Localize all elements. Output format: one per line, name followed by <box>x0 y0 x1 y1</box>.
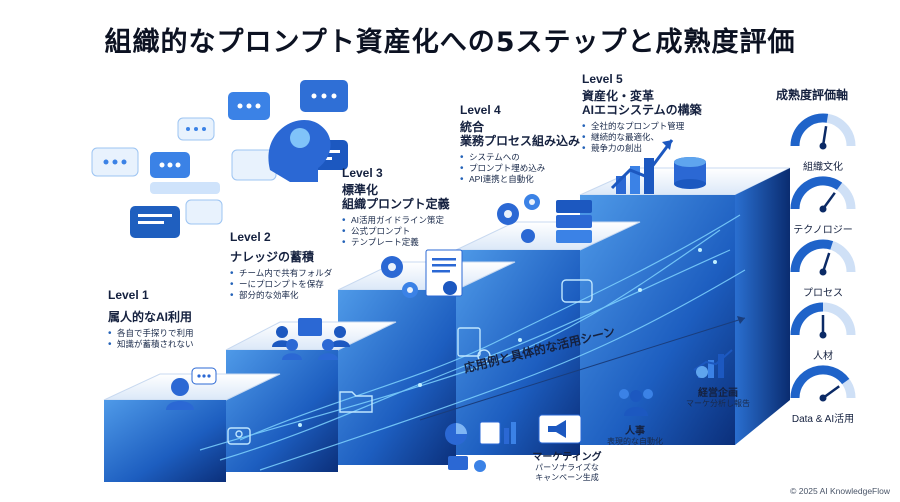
gauge-icon <box>790 239 856 276</box>
gauge-icon <box>790 365 856 402</box>
use-case-hr-title: 人事 <box>625 426 645 437</box>
use-case-marketing: マーケティング パーソナライズな キャンペーン生成 <box>522 448 612 483</box>
level-3-card: Level 3 標準化 組織プロンプト定義 AI活用ガイドライン策定 公式プロン… <box>342 166 450 248</box>
server-gears-icon <box>497 194 592 243</box>
gauge-icon <box>790 302 856 339</box>
level-4-name: 統合 業務プロセス組み込み <box>460 120 581 148</box>
maturity-gauge-label: 人材 <box>813 351 833 362</box>
level-1-bullet: 各自で手探りで利用 <box>108 328 194 339</box>
step-1-block <box>103 373 281 482</box>
level-3-label: Level 3 <box>342 166 383 180</box>
level-1-bullet: 知識が蓄積されない <box>108 339 194 350</box>
use-case-hr-desc: 表現的な自動化 <box>607 437 663 446</box>
marketing-icons <box>445 421 516 472</box>
use-case-marketing-desc: パーソナライズな <box>535 463 599 472</box>
page-title: 組織的なプロンプト資産化への5ステップと成熟度評価 <box>104 27 796 58</box>
use-case-marketing-desc: キャンペーン生成 <box>535 473 599 482</box>
person-icon <box>166 367 217 410</box>
level-5-bullet: 全社的なプロンプト管理 <box>582 121 702 132</box>
gauge-icon <box>790 113 856 150</box>
gauge-icon <box>790 176 856 213</box>
megaphone-icon <box>538 414 582 444</box>
document-line-icon <box>457 327 491 363</box>
level-2-bullet: チーム内で共有フォルダ <box>230 268 332 279</box>
level-3-name: 標準化 組織プロンプト定義 <box>342 183 450 211</box>
maturity-gauge-label: テクノロジー <box>793 225 853 236</box>
maturity-gauge-label: プロセス <box>803 288 843 299</box>
level-5-card: Level 5 資産化・変革 AIエコシステムの構築 全社的なプロンプト管理 継… <box>582 72 702 154</box>
level-1-name: 属人的なAI利用 <box>108 310 193 324</box>
use-case-planning-desc: マーケ分析し報告 <box>686 399 750 408</box>
level-4-bullet: システムへの <box>460 152 580 163</box>
level-3-bullet: テンプレート定義 <box>342 237 450 248</box>
step-5-block <box>579 167 791 445</box>
maturity-gauge: 組織文化 <box>768 112 878 173</box>
hr-people-icon <box>619 389 653 416</box>
maturity-gauge-label: 組織文化 <box>803 162 843 173</box>
maturity-gauge: 人材 <box>768 301 878 362</box>
level-5-label: Level 5 <box>582 72 623 86</box>
use-case-planning: 経営企画 マーケ分析し報告 <box>668 384 768 409</box>
level-3-bullet: AI活用ガイドライン策定 <box>342 215 450 226</box>
level-1-card: Level 1 属人的なAI利用 各自で手探りで利用 知識が蓄積されない <box>108 288 194 350</box>
level-2-card: Level 2 ナレッジの蓄積 チーム内で共有フォルダ ーにプロンプトを保存 部… <box>230 230 332 301</box>
maturity-axis-title: 成熟度評価軸 <box>776 88 849 102</box>
use-case-planning-title: 経営企画 <box>698 388 738 399</box>
level-2-bullet: 部分的な効率化 <box>230 290 332 301</box>
progress-arrow <box>419 317 746 421</box>
level-4-bullet: プロンプト埋め込み <box>460 163 580 174</box>
level-2-name: ナレッジの蓄積 <box>230 250 315 264</box>
level-5-name: 資産化・変革 AIエコシステムの構築 <box>582 89 702 117</box>
maturity-gauge: Data & AI活用 <box>768 364 878 425</box>
level-1-label: Level 1 <box>108 288 149 302</box>
use-case-hr: 人事 表現的な自動化 <box>590 422 680 447</box>
maturity-gauge: テクノロジー <box>768 175 878 236</box>
folder-icon <box>339 391 373 413</box>
level-4-bullet: API連携と自動化 <box>460 174 580 185</box>
level-4-card: Level 4 統合 業務プロセス組み込み システムへの プロンプト埋め込み A… <box>460 103 580 185</box>
data-flow-dots <box>298 248 717 427</box>
step-4-block <box>455 221 641 455</box>
chat-line-icon <box>561 279 593 303</box>
level-5-bullet: 競争力の創出 <box>582 143 702 154</box>
level-5-bullet: 継続的な最適化、 <box>582 132 702 143</box>
level-4-label: Level 4 <box>460 103 501 117</box>
gear-document-icon <box>381 249 463 298</box>
chat-bubbles-icon <box>91 80 348 238</box>
maturity-gauge-label: Data & AI活用 <box>791 414 855 425</box>
team-folder-icon <box>272 318 350 360</box>
copyright: © 2025 AI KnowledgeFlow <box>790 486 890 496</box>
level-2-bullet: ーにプロンプトを保存 <box>230 279 332 290</box>
level-2-label: Level 2 <box>230 230 271 244</box>
planning-chart-icon <box>693 349 733 378</box>
use-case-marketing-title: マーケティング <box>532 452 602 463</box>
user-screen-icon <box>227 427 251 445</box>
maturity-gauge: プロセス <box>768 238 878 299</box>
level-3-bullet: 公式プロンプト <box>342 226 450 237</box>
